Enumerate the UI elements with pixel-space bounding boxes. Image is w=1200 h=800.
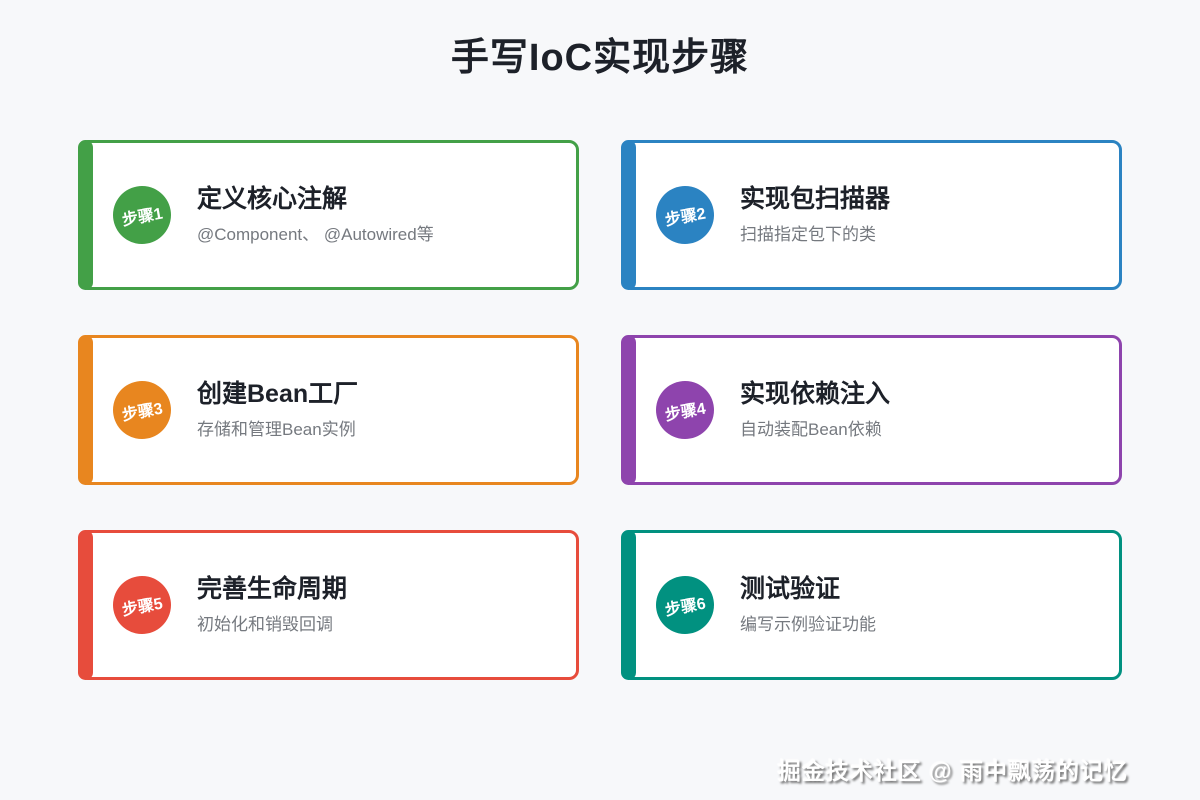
step-card-3: 步骤3 创建Bean工厂 存储和管理Bean实例 (78, 335, 579, 485)
step-text-4: 实现依赖注入 自动装配Bean依赖 (740, 379, 890, 441)
step-badge-1: 步骤1 (108, 181, 176, 249)
step-text-6: 测试验证 编写示例验证功能 (740, 574, 876, 636)
step-badge-2: 步骤2 (651, 181, 719, 249)
step-text-3: 创建Bean工厂 存储和管理Bean实例 (197, 379, 358, 441)
step-title: 实现包扫描器 (740, 184, 891, 213)
step-badge-6: 步骤6 (651, 571, 719, 639)
page-title: 手写IoC实现步骤 (450, 37, 750, 79)
watermark-text: 掘金技术社区 @ 雨中飘荡的记忆 (777, 758, 1128, 784)
step-subtitle: 编写示例验证功能 (740, 614, 876, 634)
step-text-2: 实现包扫描器 扫描指定包下的类 (740, 184, 890, 246)
step-title: 定义核心注解 (197, 184, 348, 213)
step-badge-3: 步骤3 (108, 376, 176, 444)
step-title: 测试验证 (740, 574, 841, 603)
step-badge-5: 步骤5 (108, 571, 176, 639)
step-subtitle: 扫描指定包下的类 (740, 224, 876, 244)
step-subtitle: @Component、 @Autowired等 (197, 224, 434, 244)
step-title: 实现依赖注入 (740, 379, 891, 408)
step-subtitle: 存储和管理Bean实例 (197, 419, 356, 439)
step-card-6: 步骤6 测试验证 编写示例验证功能 (621, 530, 1122, 680)
step-text-1: 定义核心注解 @Component、 @Autowired等 (197, 184, 434, 246)
step-card-5: 步骤5 完善生命周期 初始化和销毁回调 (78, 530, 579, 680)
step-text-5: 完善生命周期 初始化和销毁回调 (197, 574, 347, 636)
step-badge-4: 步骤4 (651, 376, 719, 444)
step-card-4: 步骤4 实现依赖注入 自动装配Bean依赖 (621, 335, 1122, 485)
step-title: 创建Bean工厂 (197, 379, 359, 408)
step-card-1: 步骤1 定义核心注解 @Component、 @Autowired等 (78, 140, 579, 290)
step-subtitle: 自动装配Bean依赖 (740, 419, 882, 439)
steps-grid: 步骤1 定义核心注解 @Component、 @Autowired等 步骤2 实… (78, 140, 1122, 680)
step-title: 完善生命周期 (197, 574, 348, 603)
step-card-2: 步骤2 实现包扫描器 扫描指定包下的类 (621, 140, 1122, 290)
step-subtitle: 初始化和销毁回调 (197, 614, 333, 634)
